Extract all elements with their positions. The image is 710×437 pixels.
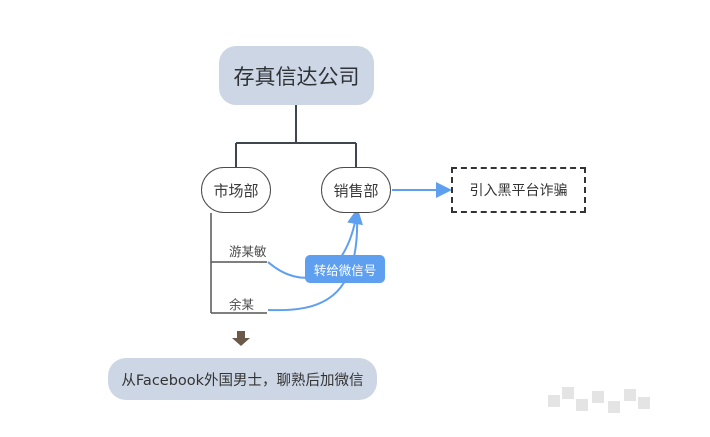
root-node: 存真信达公司 bbox=[219, 46, 374, 105]
transfer-tag-label: 转给微信号 bbox=[313, 262, 377, 278]
target-label: 引入黑平台诈骗 bbox=[469, 183, 568, 199]
sales-dept-label: 销售部 bbox=[333, 181, 379, 200]
person-label-1: 游某敏 bbox=[229, 244, 267, 259]
market-branch-lines bbox=[210, 213, 267, 314]
market-dept-label: 市场部 bbox=[213, 181, 259, 200]
transfer-tag: 转给微信号 bbox=[305, 255, 385, 283]
blurred-watermark bbox=[548, 383, 653, 417]
target-node: 引入黑平台诈骗 bbox=[451, 167, 586, 213]
transfer-curve-2 bbox=[267, 214, 359, 312]
sales-dept-node: 销售部 bbox=[321, 167, 391, 213]
down-arrow-icon bbox=[232, 331, 250, 346]
person-label-2: 余某 bbox=[229, 297, 255, 312]
market-dept-node: 市场部 bbox=[201, 167, 271, 213]
root-label: 存真信达公司 bbox=[233, 64, 360, 89]
bottom-note-node: 从Facebook外国男士，聊熟后加微信 bbox=[108, 358, 377, 400]
root-connector bbox=[235, 105, 357, 167]
bottom-note-label: 从Facebook外国男士，聊熟后加微信 bbox=[121, 372, 364, 389]
